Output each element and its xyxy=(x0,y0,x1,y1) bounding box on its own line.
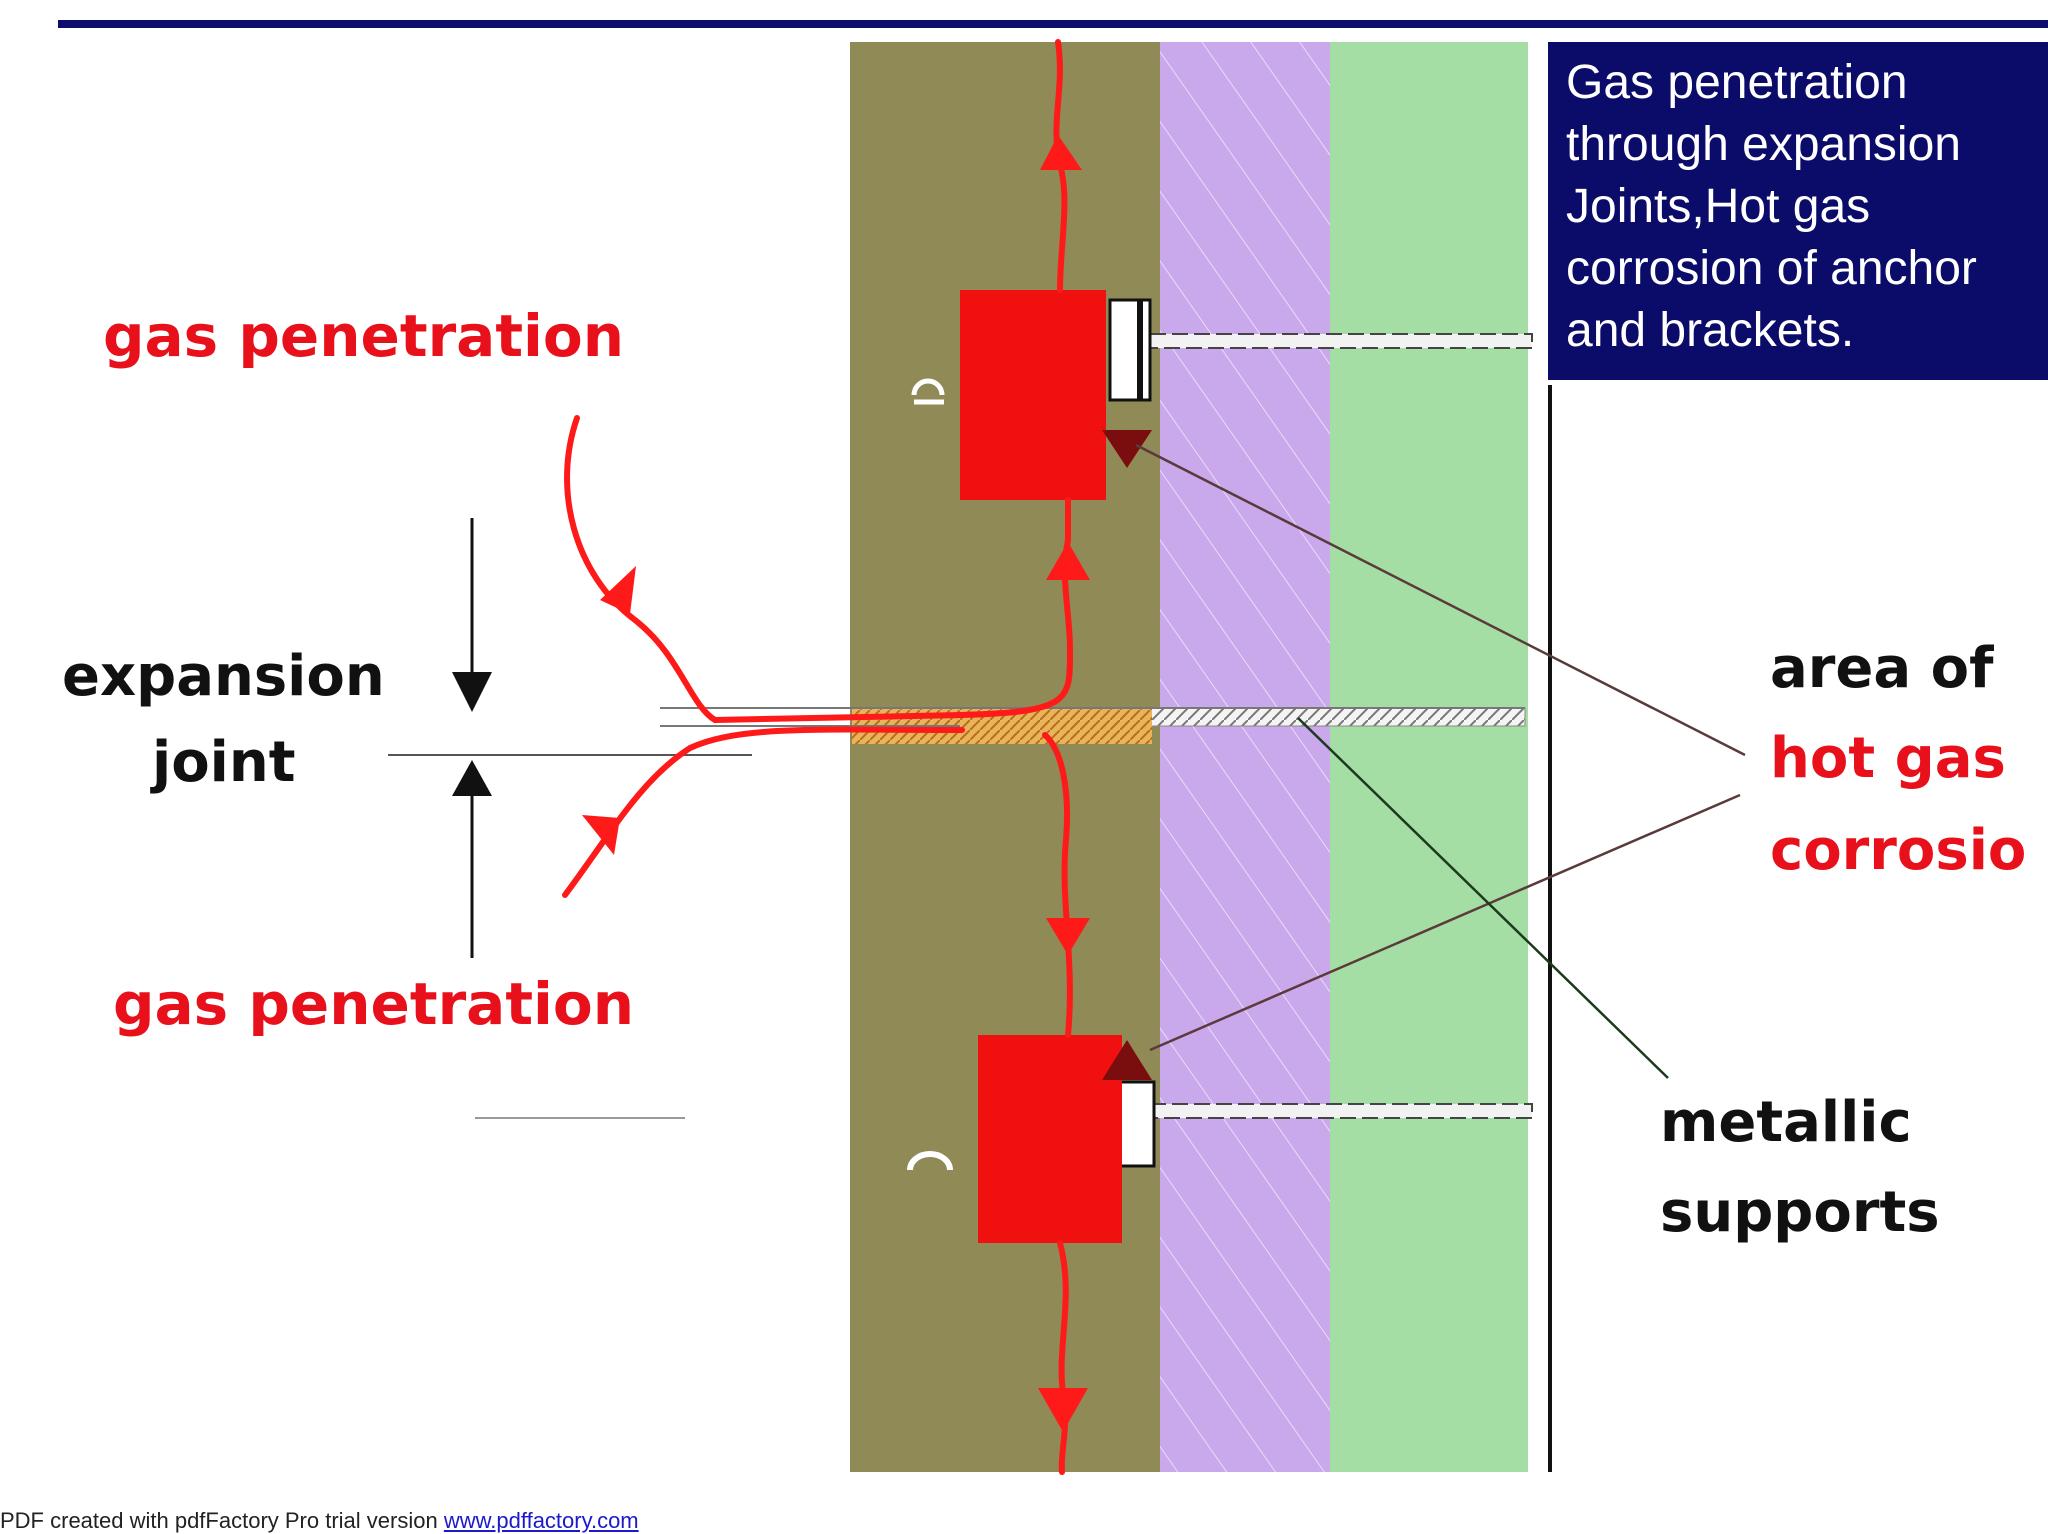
info-box-text: Gas penetration through expansion Joints… xyxy=(1566,56,1977,357)
footer-text: PDF created with pdfFactory Pro trial ve… xyxy=(0,1508,444,1533)
metallic-label: metallic xyxy=(1660,1090,1912,1155)
lower-corrosion-marker xyxy=(1102,1040,1152,1080)
gas-arrowhead xyxy=(1046,542,1090,580)
gas-arrowhead xyxy=(1040,135,1082,170)
upper-bracket-plate xyxy=(1108,298,1152,402)
joint-label: joint xyxy=(152,730,296,795)
area-of-label: area of xyxy=(1770,636,1994,701)
upper-anchor-hook xyxy=(911,378,945,396)
insulation-purple-hatch xyxy=(1160,42,1330,1472)
upper-bracket-rod xyxy=(1149,333,1533,349)
gas-penetration-label-top: gas penetration xyxy=(103,302,625,370)
gas-arrowhead xyxy=(1046,918,1090,955)
dimension-arrowhead-up xyxy=(452,760,492,796)
gas-path-upper-incoming xyxy=(564,415,965,723)
footer-watermark: PDF created with pdfFactory Pro trial ve… xyxy=(0,1508,639,1534)
gas-arrowhead xyxy=(582,815,620,855)
gas-arrowhead xyxy=(600,566,636,614)
footer-link[interactable]: www.pdffactory.com xyxy=(443,1508,639,1533)
info-box: Gas penetration through expansion Joints… xyxy=(1548,42,2048,380)
top-rule xyxy=(58,20,2048,28)
concrete-layer xyxy=(850,42,1160,1472)
lower-bracket-rod xyxy=(1149,1103,1533,1119)
leader-hot-gas-lower xyxy=(1149,793,1741,1052)
lower-anchor-block xyxy=(978,1035,1122,1243)
gas-path-down-upper xyxy=(1042,732,1073,1038)
gas-flow-arrowheads xyxy=(582,135,1090,1432)
gas-penetration-label-bottom: gas penetration xyxy=(113,970,635,1038)
supports-label: supports xyxy=(1660,1180,1940,1245)
lower-bracket-plate xyxy=(1118,1080,1156,1168)
upper-anchor-block xyxy=(960,290,1106,500)
leader-metallic-supports xyxy=(1297,717,1669,1079)
leader-hot-gas-upper xyxy=(1135,443,1746,757)
dimension-arrowhead-down xyxy=(452,672,492,712)
upper-corrosion-marker xyxy=(1102,430,1152,468)
corrosion-label: corrosio xyxy=(1770,818,2027,883)
lower-anchor-hook xyxy=(907,1151,953,1171)
insulation-green-layer xyxy=(1330,42,1528,1472)
gas-arrowhead xyxy=(1038,1388,1088,1432)
hot-gas-label: hot gas xyxy=(1770,726,2006,791)
expansion-label: expansion xyxy=(62,644,385,709)
